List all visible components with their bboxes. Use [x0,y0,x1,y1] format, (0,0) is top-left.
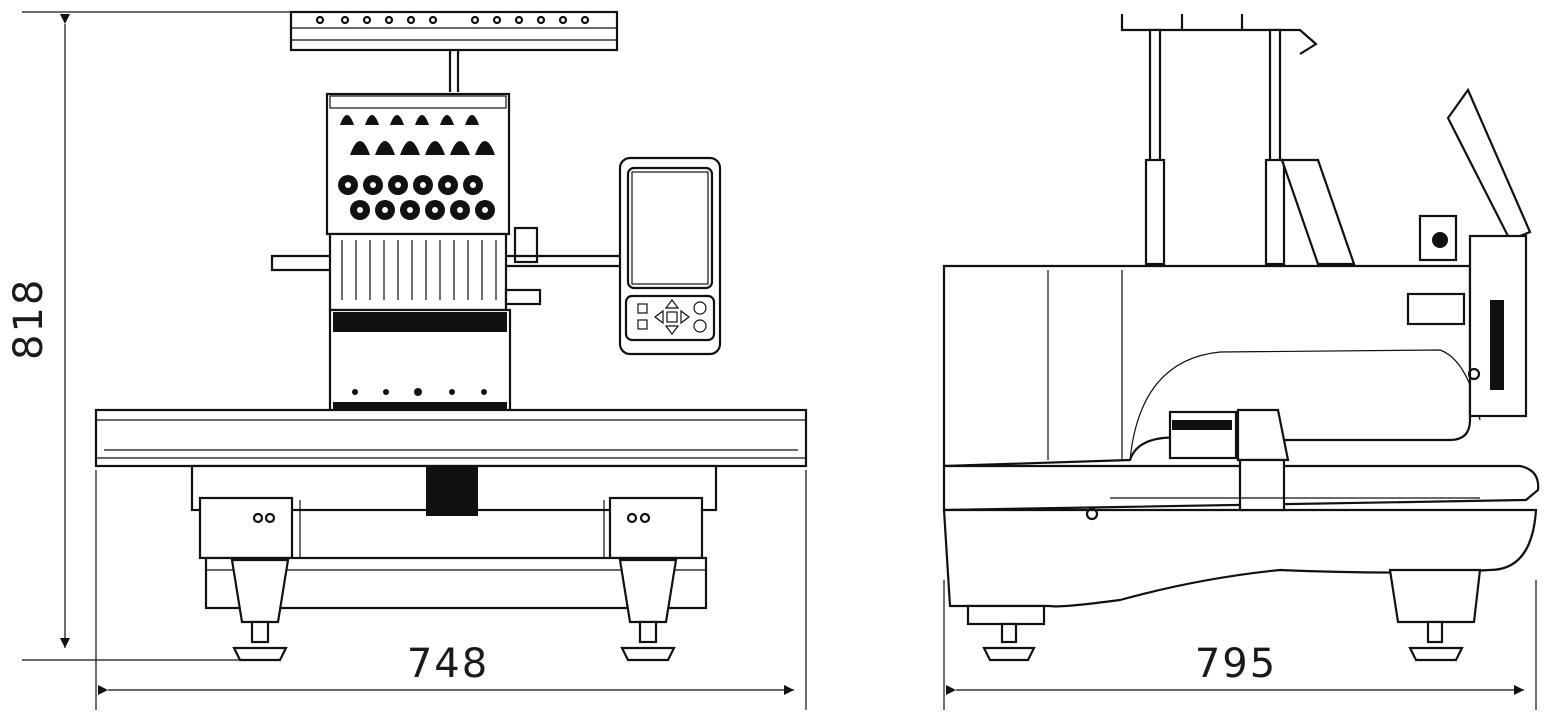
side-depth-label: 795 [1195,641,1277,687]
side-base [942,408,1540,608]
side-head [1406,87,1532,418]
thread-stand [289,10,619,92]
control-panel [618,156,722,356]
tension-head [325,92,511,236]
front-height-label: 818 [6,278,52,360]
height-dimension: 818 [6,11,292,661]
front-width-dimension: 748 [95,470,807,710]
side-thread-stand [1120,14,1318,266]
side-depth-dimension: 795 [943,580,1537,710]
side-view: 795 [942,14,1540,710]
front-width-label: 748 [407,641,489,687]
front-table [94,408,808,610]
front-feet [230,558,678,662]
front-view: 818 748 [6,10,808,710]
needle-case [270,226,622,312]
side-feet [966,568,1482,662]
side-arm-body [942,158,1481,468]
